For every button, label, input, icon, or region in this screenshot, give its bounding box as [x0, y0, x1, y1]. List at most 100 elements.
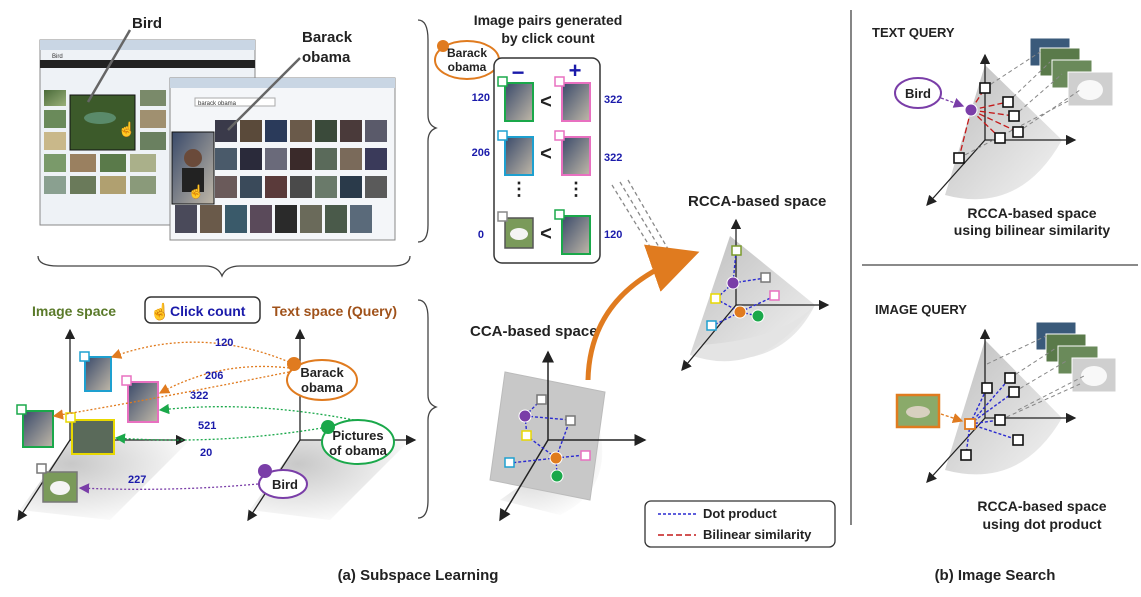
- legend-dot-label: Dot product: [703, 506, 777, 521]
- iq-node-6: [960, 449, 972, 461]
- pair-2-left-marker: [497, 130, 508, 141]
- space-img-marker-1: [79, 351, 90, 362]
- iq-query-bird-shape: [906, 406, 930, 418]
- pair-2-right-marker: [554, 130, 565, 141]
- image-pairs-panel: Image pairs generated by click count Bar…: [434, 12, 669, 264]
- cca-img-yellow: [521, 430, 532, 441]
- iq-caption-2: using dot product: [983, 516, 1102, 532]
- link-521: [158, 403, 355, 421]
- rcca-img-green: [731, 245, 742, 256]
- query-obama-dot: [287, 357, 301, 371]
- pairs-flow-arrowhead: [650, 248, 664, 262]
- pair-1-less: <: [540, 91, 552, 113]
- pair-1-right-count: 322: [604, 94, 622, 106]
- pair-2-left-image: [504, 136, 534, 176]
- query-obama-2: obama: [301, 380, 344, 395]
- pair-3-right-count: 120: [604, 229, 622, 241]
- brace-bottom: [417, 299, 438, 519]
- legend-bilinear-label: Bilinear similarity: [703, 527, 812, 542]
- click-count-label: Click count: [170, 303, 246, 319]
- query-bird-dot: [258, 464, 272, 478]
- obama-search-box: [194, 97, 276, 107]
- caption-subspace: (a) Subspace Learning: [338, 567, 499, 584]
- plus-sign: +: [569, 58, 582, 83]
- pairs-query-dot: [437, 40, 449, 52]
- portrait-suit: [182, 168, 204, 192]
- pairs-flow-arrows: [611, 179, 669, 256]
- iq-query-node: [964, 418, 976, 430]
- cca-img-blue: [504, 457, 515, 468]
- click-count-box: [144, 296, 261, 324]
- query-bird-bubble: [258, 469, 308, 499]
- link-label-322: 322: [190, 390, 208, 402]
- iq-node-2: [1004, 372, 1016, 384]
- rcca-space: RCCA-based space: [681, 193, 830, 371]
- tq-query-arrow: [940, 97, 965, 108]
- iq-node-1: [981, 382, 993, 394]
- tq-result-images: [1029, 37, 1114, 107]
- pair-2-right-count: 322: [604, 152, 622, 164]
- space-img-marker-2: [121, 375, 132, 386]
- iq-node-5: [1012, 434, 1024, 446]
- iq-node-4: [994, 414, 1006, 426]
- space-img-group: [71, 419, 115, 455]
- cca-space: CCA-based space: [470, 244, 700, 522]
- pair-3-bird-shape: [510, 228, 528, 240]
- rcca-img-gray: [760, 272, 771, 283]
- image-space-label: Image space: [32, 303, 116, 319]
- query-pictures-2: of obama: [329, 443, 388, 458]
- query-obama-1: Barack: [300, 365, 344, 380]
- cca-node-bird: [518, 409, 532, 423]
- tq-bird-bubble: [894, 77, 942, 109]
- rcca-cone-base: [690, 305, 815, 362]
- bird-browser-titlebar: [40, 40, 255, 50]
- space-img-marker-3: [16, 404, 27, 415]
- rcca-img-pink: [769, 290, 780, 301]
- text-query-title: TEXT QUERY: [872, 25, 955, 40]
- pairs-ellipsis-left: ⋮: [510, 179, 528, 199]
- pair-1-left-image: [504, 82, 534, 122]
- link-227: [78, 483, 259, 494]
- cursor-hand-icon-2: ☝: [188, 183, 204, 200]
- minus-sign: −: [512, 60, 525, 85]
- space-img-marker-5: [36, 463, 47, 474]
- link-label-227: 227: [128, 474, 146, 486]
- cursor-hand-icon: ☝: [118, 120, 135, 138]
- pairs-title-1: Image pairs generated: [474, 12, 623, 28]
- query-pictures-dot: [321, 420, 335, 434]
- rcca-node-pictures: [751, 309, 765, 323]
- cca-node-pictures: [550, 469, 564, 483]
- pair-3-right-image: [561, 215, 591, 255]
- image-query-panel: IMAGE QUERY RCCA-ba: [875, 302, 1117, 532]
- search-screenshots: Bird ☝ barack obama: [39, 15, 396, 241]
- link-label-20: 20: [200, 447, 212, 459]
- brace-top: [417, 19, 438, 243]
- tq-node-2: [1002, 96, 1014, 108]
- image-query-cone: [945, 340, 1062, 475]
- iq-result-links: [986, 335, 1085, 421]
- bird-thumbnail-grid: [44, 90, 166, 194]
- tq-node-1: [979, 82, 991, 94]
- query-obama-bubble: [286, 359, 358, 401]
- obama-search-text: barack obama: [198, 101, 237, 107]
- query-pictures-1: Pictures: [332, 428, 383, 443]
- click-hand-icon: ☝: [150, 302, 170, 321]
- bird-caption: Bird: [132, 15, 162, 32]
- rcca-img-blue: [706, 320, 717, 331]
- space-bird-shape: [50, 481, 70, 495]
- tq-caption-1: RCCA-based space: [967, 205, 1096, 221]
- portrait-face: [184, 149, 202, 167]
- text-query-panel: TEXT QUERY Bird RCCA: [872, 25, 1114, 238]
- legend: Dot product Bilinear similarity: [644, 500, 836, 548]
- hummingbird-shape: [84, 112, 116, 124]
- tq-node-6: [953, 152, 965, 164]
- pair-1-left-marker: [497, 76, 508, 87]
- query-bird-label: Bird: [272, 477, 298, 492]
- tq-node-3: [1008, 110, 1020, 122]
- obama-pointer-line: [227, 57, 301, 131]
- space-img-obama-3: [22, 410, 54, 448]
- pair-2-right-image: [561, 136, 591, 176]
- tq-result-links: [958, 51, 1081, 159]
